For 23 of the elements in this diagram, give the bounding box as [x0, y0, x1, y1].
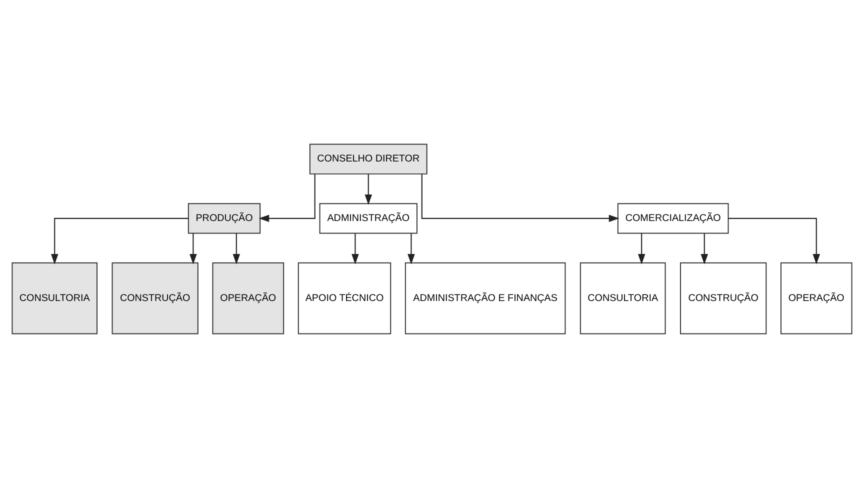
node-box: CONSULTORIA	[12, 262, 98, 334]
arrow	[421, 174, 620, 222]
node-box: CONSTRUÇÃO	[112, 262, 198, 334]
node-box: CONSELHO DIRETOR	[309, 143, 428, 174]
arrow	[728, 217, 820, 264]
node-box: CONSULTORIA	[580, 262, 666, 334]
node-box: PRODUÇÃO	[188, 202, 261, 234]
node-box: ADMINISTRAÇÃO E FINANÇAS	[404, 262, 566, 334]
arrow	[364, 174, 372, 204]
node-box: APOIO TÉCNICO	[298, 262, 392, 334]
node-box: OPERAÇÃO	[780, 262, 852, 334]
arrow	[190, 232, 197, 264]
arrow	[638, 232, 646, 264]
node-box: OPERAÇÃO	[212, 262, 284, 334]
node-box: COMERCIALIZAÇÃO	[617, 202, 729, 234]
arrow	[232, 232, 240, 264]
node-box: CONSTRUÇÃO	[680, 262, 767, 334]
arrow	[352, 232, 359, 264]
node-box: ADMINISTRAÇÃO	[319, 202, 418, 234]
arrow	[700, 232, 708, 264]
arrow	[408, 232, 415, 264]
arrow	[50, 217, 188, 264]
arrow	[258, 174, 316, 222]
